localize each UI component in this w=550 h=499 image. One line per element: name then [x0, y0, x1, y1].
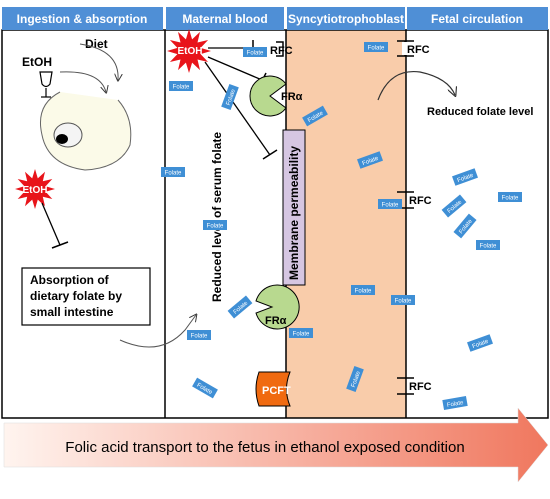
membrane-permeability-box [282, 129, 306, 286]
header-maternal-bg [166, 7, 284, 30]
absorption-to-blood-arrow [119, 315, 196, 348]
rfc-fetal-1-label: RFC [407, 44, 430, 56]
folate-label: Folate [191, 334, 208, 340]
folate-label: Folate [362, 156, 380, 168]
folate-molecule: Folate [351, 285, 375, 295]
folate-molecule: Folate [452, 168, 478, 186]
fetus-icon [53, 122, 83, 148]
reduced-serum-folate-label: Reduced level of serum folate [210, 132, 224, 302]
folate-molecule: Folate [357, 151, 383, 169]
folate-molecule: Folate [391, 295, 415, 305]
etoh-burst-left: EtOH [15, 169, 55, 209]
etoh-inhibit-absorption [41, 202, 61, 246]
folate-molecule: Folate [364, 42, 388, 52]
folate-label: Folate [351, 370, 363, 388]
folate-molecule: Folate [441, 194, 467, 218]
etoh-inhibit-membrane [204, 61, 271, 156]
header-syncytio: Syncytiotrophoblast [288, 12, 404, 26]
fra-receptor-bottom: FRα [255, 284, 300, 330]
etoh-badge-top: EtOH [178, 46, 203, 57]
folate-label: Folate [293, 332, 310, 338]
diet-label: Diet [85, 37, 108, 51]
etoh-inhibit-fra [207, 56, 263, 81]
folate-molecule: Folate [346, 366, 364, 392]
folate-label: Folate [173, 85, 190, 91]
folate-molecule: Folate [289, 328, 313, 338]
folate-molecule: Folate [243, 47, 267, 57]
absorption-line-1: Absorption of [30, 273, 110, 287]
folate-molecule: Folate [453, 213, 477, 239]
etoh-badge-left: EtOH [23, 185, 48, 196]
wine-glass-icon [39, 71, 53, 98]
folate-molecule: Folate [203, 220, 227, 230]
header-maternal: Maternal blood [182, 12, 267, 26]
syncytiotrophoblast-region [286, 30, 406, 418]
header-fetal-bg [407, 7, 548, 30]
folate-label: Folate [395, 299, 412, 305]
folate-label: Folate [226, 88, 238, 106]
folate-molecule: Folate [221, 84, 239, 110]
fra-receptor-top: FRα [249, 75, 303, 117]
header-fetal: Fetal circulation [431, 12, 523, 26]
fetus-head-icon [56, 134, 68, 144]
rfc-top: RFC [270, 41, 293, 57]
folate-molecule: Folate [187, 330, 211, 340]
rfc-fetal-3: RFC [397, 377, 432, 395]
rfc-top-label: RFC [270, 45, 293, 57]
folate-label: Folate [382, 203, 399, 209]
folate-molecule: Folate [192, 377, 218, 399]
etoh-text-label: EtOH [22, 55, 52, 69]
etoh-inhibit-absorption-bar [51, 241, 69, 249]
reduced-folate-level-label: Reduced folate level [427, 106, 533, 118]
rfc-fetal-2-label: RFC [409, 195, 432, 207]
folate-molecule: Folate [161, 167, 185, 177]
folate-label: Folate [355, 289, 372, 295]
pcft-transporter: PCFT [255, 371, 291, 407]
folate-label: Folate [247, 51, 264, 57]
absorption-line-2: dietary folate by [30, 289, 122, 303]
folate-label: Folate [368, 46, 385, 52]
etoh-burst-top: EtOH [167, 29, 211, 73]
absorption-line-3: small intestine [30, 305, 114, 319]
etoh-curved-arrow [59, 71, 106, 92]
rfc-fetal-1: RFC [397, 40, 430, 57]
header-ingestion: Ingestion & absorption [17, 12, 148, 26]
fra-bottom-label: FRα [265, 315, 287, 327]
folate-molecule: Folate [227, 295, 253, 319]
rfc-fetal-3-label: RFC [409, 381, 432, 393]
folate-label: Folate [457, 173, 475, 185]
header-syncytio-bg [287, 7, 405, 30]
folate-molecule: Folate [169, 81, 193, 91]
folate-label: Folate [207, 224, 224, 230]
body-silhouette [40, 91, 132, 171]
etoh-inhibit-membrane-bar [262, 149, 278, 160]
folate-molecule: Folate [498, 192, 522, 202]
folate-label: Folate [472, 339, 490, 351]
folate-label: Folate [502, 196, 519, 202]
fetal-curved-arrow [377, 70, 455, 101]
folate-label: Folate [165, 171, 182, 177]
folate-molecule: Folate [378, 199, 402, 209]
folate-molecule: Folate [476, 240, 500, 250]
folate-molecule: Folate [442, 395, 468, 411]
folate-molecule: Folate [467, 334, 493, 352]
membrane-permeability-label: Membrane permeability [287, 146, 301, 280]
fra-top-label: FRα [281, 91, 303, 103]
diet-curved-arrow [79, 43, 118, 80]
folate-label: Folate [447, 400, 465, 409]
pcft-label: PCFT [262, 385, 291, 397]
bottom-arrow-label: Folic acid transport to the fetus in eth… [65, 439, 464, 456]
folate-label: Folate [480, 244, 497, 250]
bottom-transport-arrow: Folic acid transport to the fetus in eth… [3, 407, 549, 483]
absorption-box [21, 267, 151, 326]
header-ingestion-bg [2, 7, 163, 30]
